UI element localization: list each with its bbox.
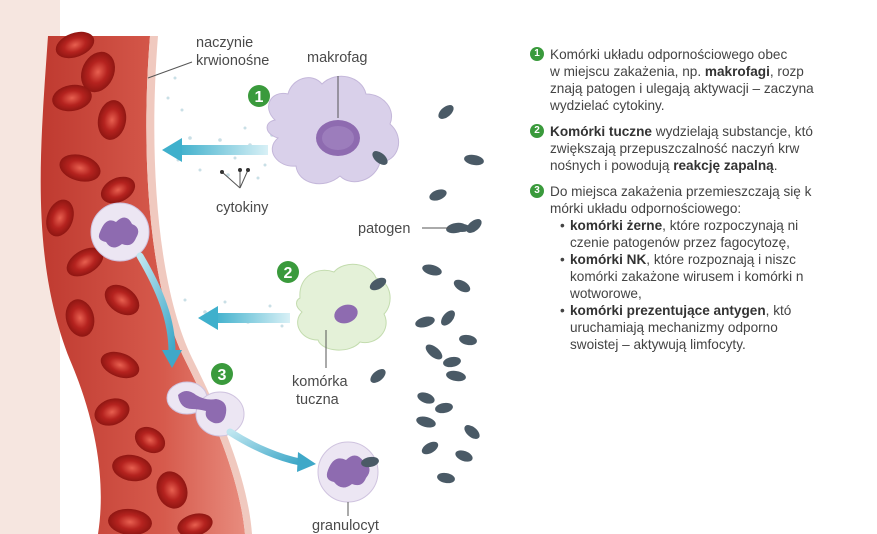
leukocyte-in-vessel — [91, 203, 149, 261]
pathogen — [454, 224, 470, 232]
bullet-nk-cells: komórki NK, które rozpoznają i niszc kom… — [560, 251, 875, 302]
caption-line: zwiększają przepuszczalność naczyń krw — [550, 140, 875, 157]
vessel-label-line2: krwionośne — [196, 53, 269, 69]
caption-line: Komórki układu odpornościowego obec — [550, 46, 875, 63]
caption-line: Do miejsca zakażenia przemieszczają się … — [550, 183, 875, 200]
pathogen — [428, 187, 448, 203]
pathogen — [368, 366, 388, 385]
callout-dots — [220, 168, 250, 174]
pathogen — [452, 277, 473, 295]
step-marker-1: 1 — [248, 85, 270, 107]
caption-item-1: 1 Komórki układu odpornościowego obec w … — [530, 46, 875, 114]
pathogen — [420, 439, 441, 457]
pathogen — [458, 334, 477, 347]
pathogen — [463, 153, 484, 166]
caption-line: Komórki tuczne wydzielają substancje, kt… — [550, 123, 875, 140]
pathogen — [414, 315, 436, 330]
caption-number-1: 1 — [530, 47, 544, 61]
pathogen — [415, 415, 437, 430]
caption-line: w miejscu zakażenia, np. makrofagi, rozp — [550, 63, 875, 80]
caption-line: znają patogen i ulegają aktywacji – zacz… — [550, 80, 875, 97]
bullet-apc: komórki prezentujące antygen, któ urucha… — [560, 302, 875, 353]
immune-response-illustration: naczynie krwionośne makrofag cytokiny pa… — [0, 0, 520, 534]
cytokines-label: cytokiny — [216, 200, 269, 216]
pathogen — [416, 390, 436, 406]
macrophage-label: makrofag — [307, 50, 367, 66]
pathogen — [438, 308, 457, 328]
cytokine-arrow-1 — [162, 138, 268, 162]
caption-line: wydzielać cytokiny. — [550, 97, 875, 114]
bullet-phagocytes: komórki żerne, które rozpoczynają ni cze… — [560, 217, 875, 251]
svg-text:2: 2 — [284, 265, 293, 282]
caption-text: 1 Komórki układu odpornościowego obec w … — [530, 46, 875, 446]
granulocyte-label: granulocyt — [312, 518, 379, 534]
pathogen — [423, 342, 445, 363]
macrophage — [267, 76, 399, 184]
step-marker-3: 3 — [211, 363, 233, 385]
mast-cell-label-line2: tuczna — [296, 392, 340, 408]
pathogen-label: patogen — [358, 221, 410, 237]
pathogen — [436, 472, 455, 485]
caption-item-2: 2 Komórki tuczne wydzielają substancje, … — [530, 123, 875, 174]
pathogen — [462, 422, 482, 441]
caption-item-3: 3 Do miejsca zakażenia przemieszczają si… — [530, 183, 875, 353]
step-marker-2: 2 — [277, 261, 299, 283]
pathogen — [436, 102, 456, 121]
caption-bullets: komórki żerne, które rozpoczynają ni cze… — [550, 217, 875, 353]
caption-number-3: 3 — [530, 184, 544, 198]
granulocyte — [318, 442, 378, 516]
pathogen — [442, 356, 461, 369]
vessel-label-line1: naczynie — [196, 35, 253, 51]
pathogen — [421, 263, 443, 278]
pathogen — [445, 369, 466, 382]
caption-number-2: 2 — [530, 124, 544, 138]
svg-text:3: 3 — [218, 367, 227, 384]
svg-text:1: 1 — [255, 89, 264, 106]
pathogen — [434, 402, 453, 415]
caption-line: nośnych i powodują reakcję zapalną. — [550, 157, 875, 174]
pathogen — [454, 448, 474, 464]
mast-cell-label-line1: komórka — [292, 374, 349, 390]
caption-line: mórki układu odpornościowego: — [550, 200, 875, 217]
cytokine-arrow-2 — [198, 306, 290, 330]
